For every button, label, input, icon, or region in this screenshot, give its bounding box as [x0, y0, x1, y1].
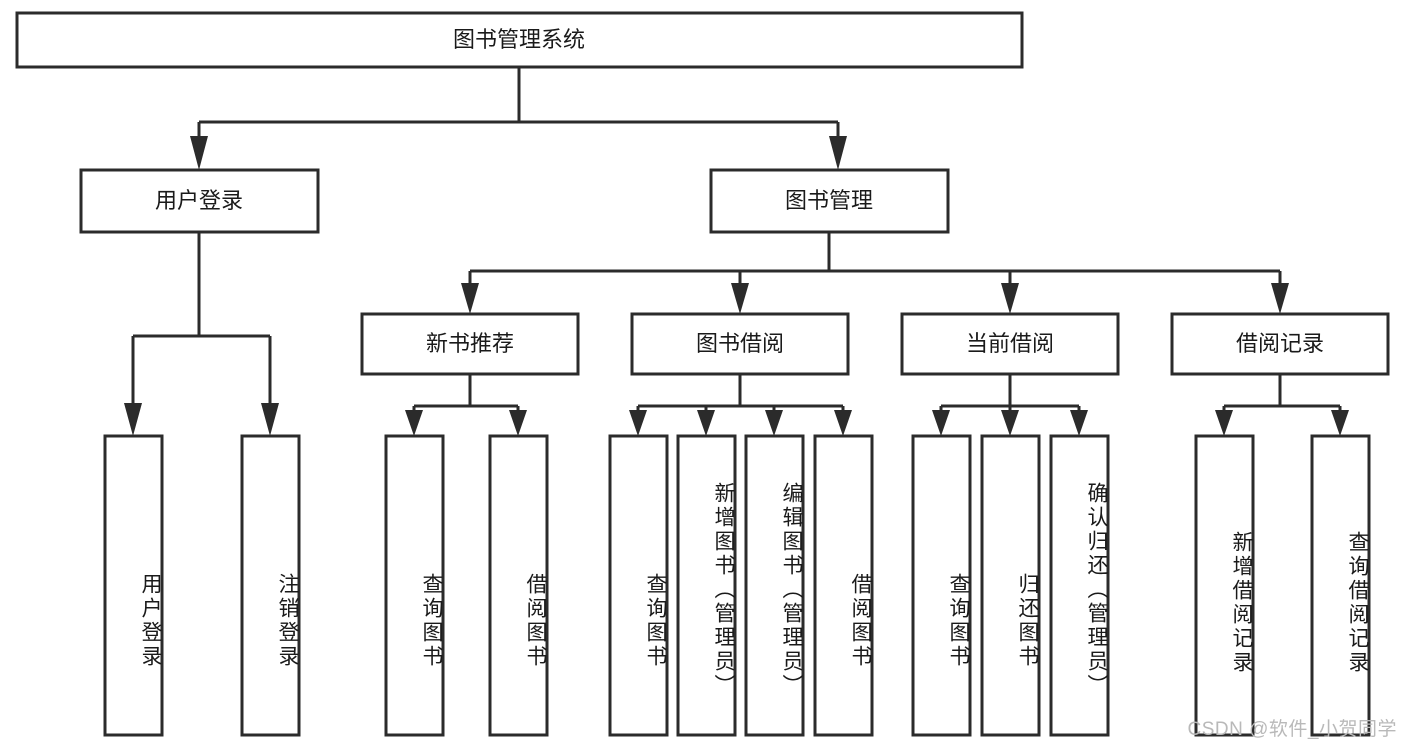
arrow-icon-leaf-edit-book — [765, 410, 783, 436]
leaf-add-record-box[interactable] — [1194, 434, 1255, 737]
leaf-borrow-book-2-box[interactable] — [813, 434, 874, 737]
leaf-borrow-book-1-box[interactable] — [488, 434, 549, 737]
connector-currentborrow-to-leaves — [932, 374, 1088, 436]
arrow-icon-leaf-borrow-book-1 — [509, 410, 527, 436]
node-book-borrow-label: 图书借阅 — [696, 331, 784, 356]
node-new-book-recommend-box — [360, 312, 580, 376]
leaf-return-book-box[interactable] — [980, 434, 1041, 737]
node-borrow-record-box — [1170, 312, 1390, 376]
csdn-watermark: CSDN @软件_小贺同学 — [1187, 719, 1397, 740]
arrow-icon-leaf-query-book-3 — [932, 410, 950, 436]
leaf-nodes — [103, 434, 1371, 737]
arrow-icon-new-book-recommend — [461, 283, 479, 314]
node-root[interactable]: 图书管理系统 — [15, 11, 1024, 69]
arrow-icon-leaf-logout — [261, 403, 279, 436]
arrow-icon-user-login — [190, 136, 208, 170]
arrow-icon-borrow-record — [1271, 283, 1289, 314]
arrow-icon-leaf-add-record — [1215, 410, 1233, 436]
arrow-icon-leaf-add-book — [697, 410, 715, 436]
node-book-manage-box — [709, 168, 950, 234]
leaf-logout-login-box[interactable] — [240, 434, 301, 737]
node-book-manage-label: 图书管理 — [785, 188, 873, 213]
arrow-icon-leaf-confirm-return — [1070, 410, 1088, 436]
connector-bookmanage-to-level3 — [461, 232, 1289, 314]
node-borrow-record-label: 借阅记录 — [1236, 331, 1324, 356]
leaf-user-login-box[interactable] — [103, 434, 164, 737]
connector-root-to-level2 — [190, 67, 847, 170]
arrow-icon-leaf-borrow-book-2 — [834, 410, 852, 436]
arrow-icon-current-borrow — [1001, 283, 1019, 314]
arrow-icon-leaf-user-login — [124, 403, 142, 436]
leaf-confirm-return-box[interactable] — [1049, 434, 1110, 737]
node-book-borrow-box — [630, 312, 850, 376]
leaf-query-book-1-box[interactable] — [384, 434, 445, 737]
arrow-icon-book-borrow — [731, 283, 749, 314]
node-current-borrow-label: 当前借阅 — [966, 331, 1054, 356]
node-root-label: 图书管理系统 — [453, 27, 585, 52]
node-borrow-record[interactable]: 借阅记录 — [1170, 312, 1390, 376]
node-user-login[interactable]: 用户登录 — [79, 168, 320, 234]
node-book-borrow[interactable]: 图书借阅 — [630, 312, 850, 376]
leaf-add-book-box[interactable] — [676, 434, 737, 737]
arrow-icon-leaf-query-record — [1331, 410, 1349, 436]
connector-bookborrow-to-leaves — [629, 374, 852, 436]
node-root-box — [15, 11, 1024, 69]
node-current-borrow[interactable]: 当前借阅 — [900, 312, 1120, 376]
leaf-edit-book-box[interactable] — [744, 434, 805, 737]
connector-newbook-to-leaves — [405, 374, 527, 436]
arrow-icon-leaf-return-book — [1001, 410, 1019, 436]
node-new-book-recommend[interactable]: 新书推荐 — [360, 312, 580, 376]
node-new-book-recommend-label: 新书推荐 — [426, 331, 514, 356]
leaf-query-book-3-box[interactable] — [911, 434, 972, 737]
leaf-query-record-box[interactable] — [1310, 434, 1371, 737]
node-current-borrow-box — [900, 312, 1120, 376]
arrow-icon-leaf-query-book-2 — [629, 410, 647, 436]
leaf-query-book-2-box[interactable] — [608, 434, 669, 737]
node-book-manage[interactable]: 图书管理 — [709, 168, 950, 234]
connector-borrowrecord-to-leaves — [1215, 374, 1349, 436]
node-user-login-label: 用户登录 — [155, 188, 243, 213]
connector-userlogin-to-leaves — [124, 232, 279, 436]
arrow-icon-book-manage — [829, 136, 847, 170]
node-user-login-box — [79, 168, 320, 234]
arrow-icon-leaf-query-book-1 — [405, 410, 423, 436]
